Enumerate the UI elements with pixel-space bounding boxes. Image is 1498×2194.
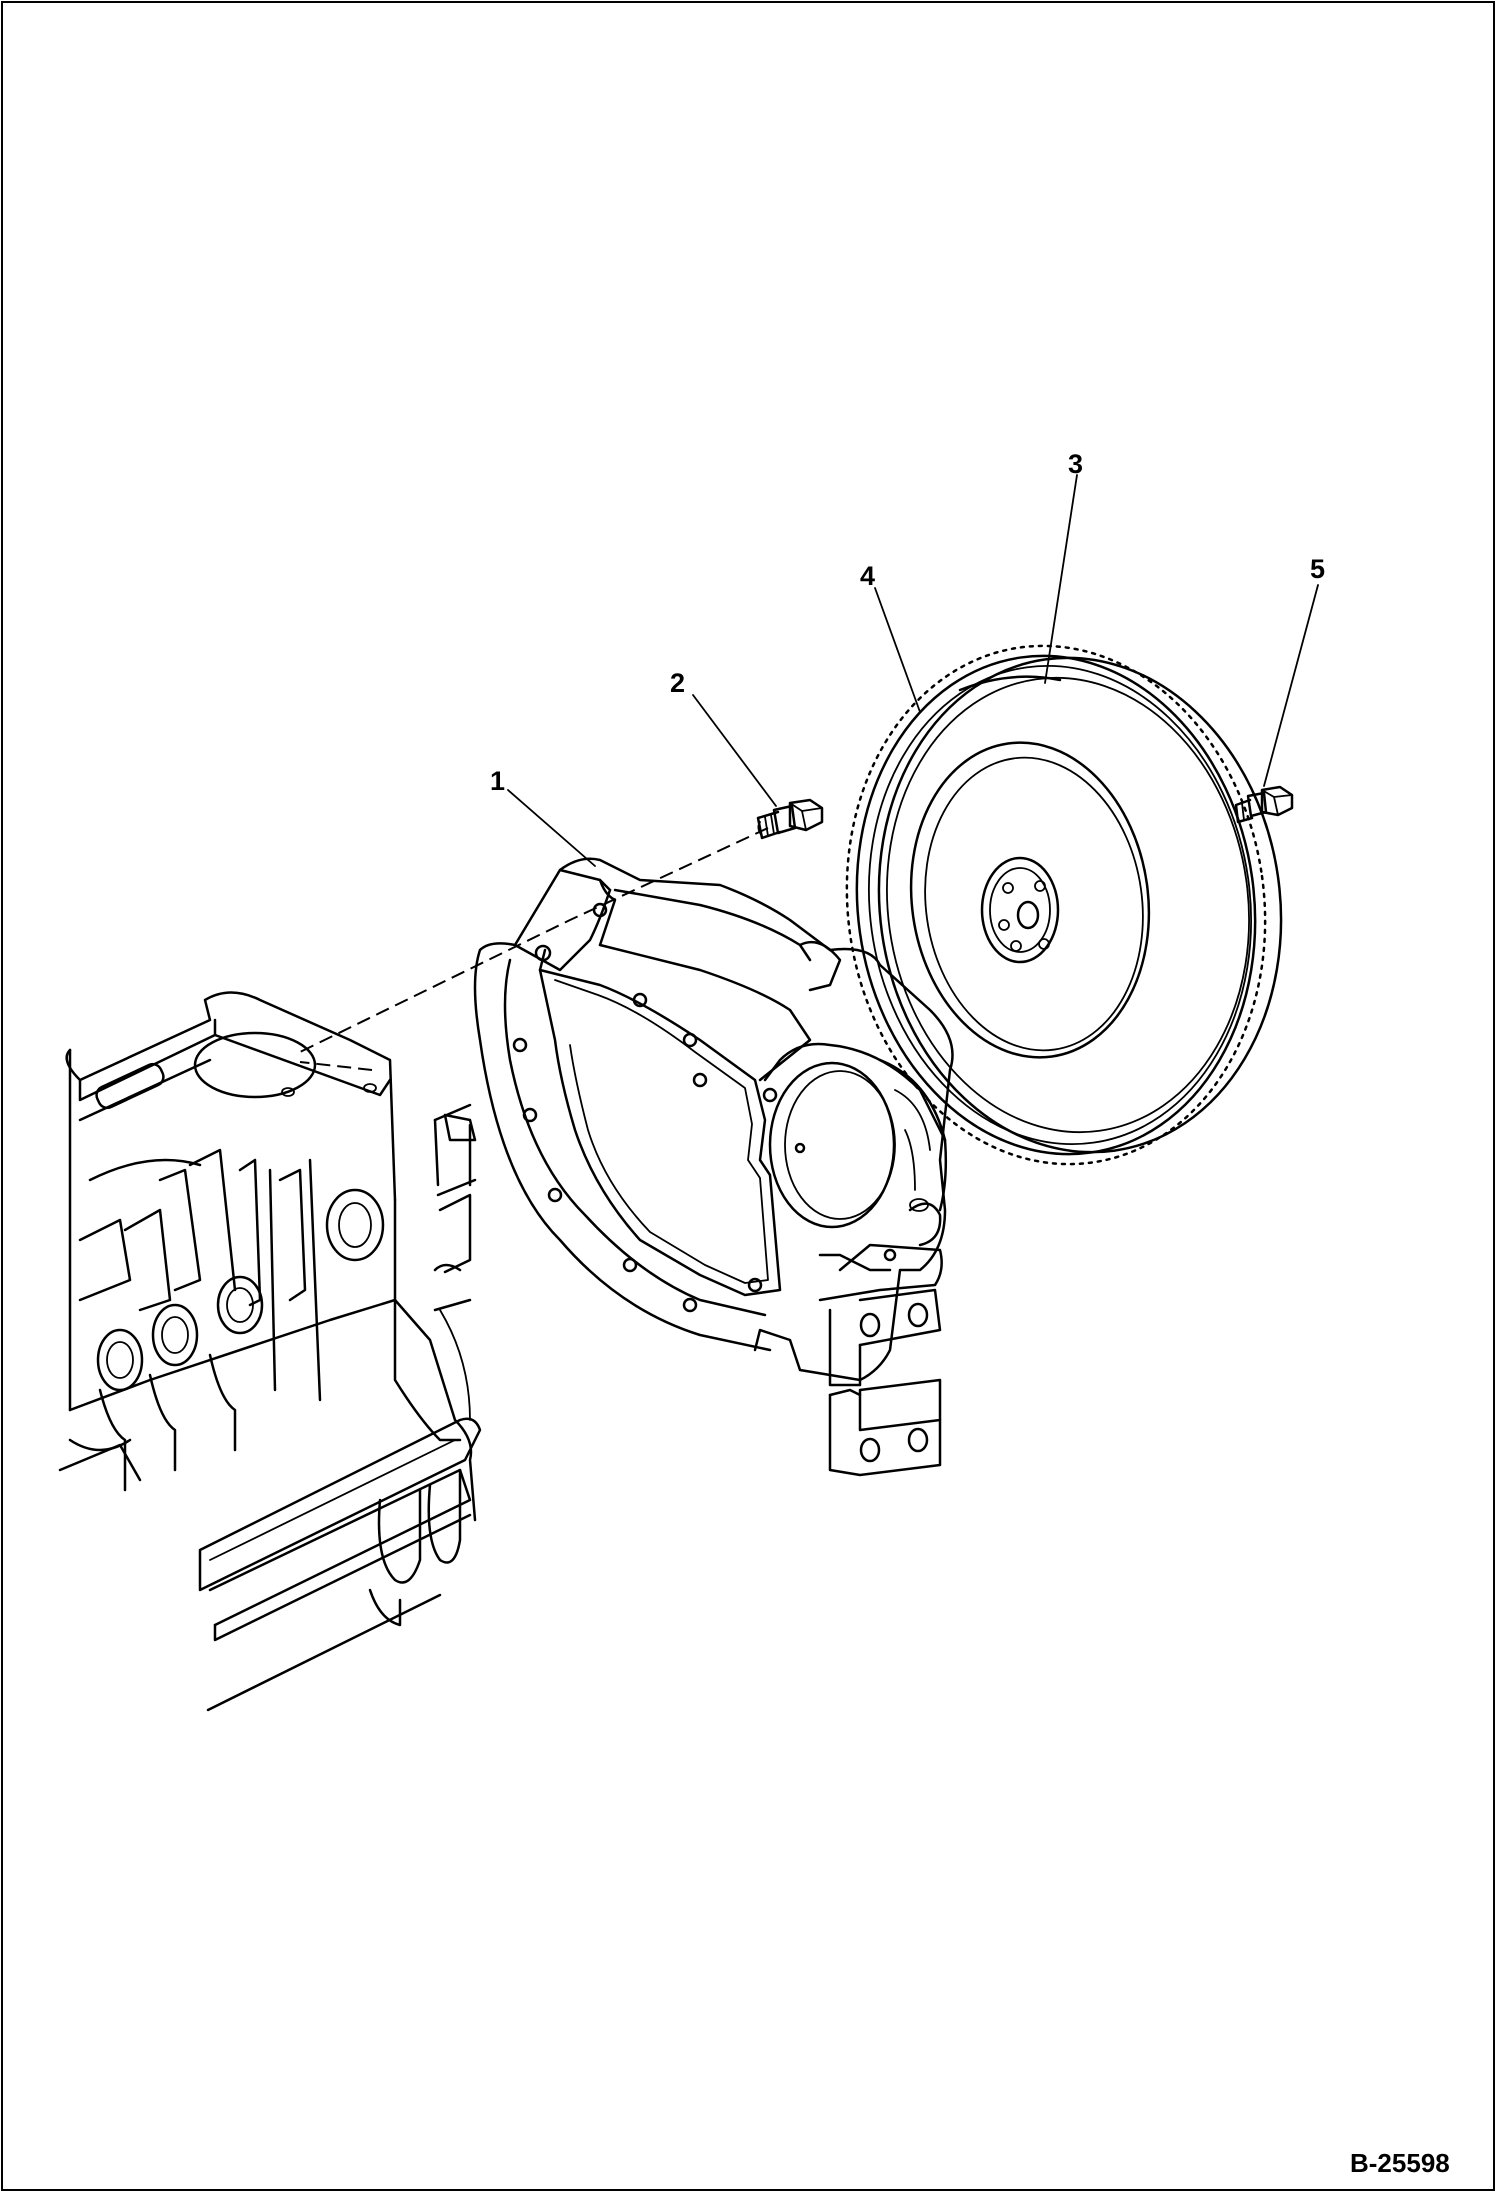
callout-3: 3 xyxy=(1068,449,1083,479)
callout-4: 4 xyxy=(860,561,875,591)
document-id: B-25598 xyxy=(1350,2148,1450,2178)
callout-labels: 1 2 3 4 5 xyxy=(490,449,1325,796)
callout-1: 1 xyxy=(490,766,505,796)
engine-block xyxy=(58,991,482,1712)
flywheel xyxy=(845,644,1283,1166)
callout-5: 5 xyxy=(1310,554,1325,584)
callout-2: 2 xyxy=(670,668,685,698)
housing-bolt xyxy=(756,798,824,840)
flywheel-housing xyxy=(433,857,954,1477)
leader-lines xyxy=(299,474,1319,1421)
flywheel-bolt xyxy=(1234,785,1294,824)
